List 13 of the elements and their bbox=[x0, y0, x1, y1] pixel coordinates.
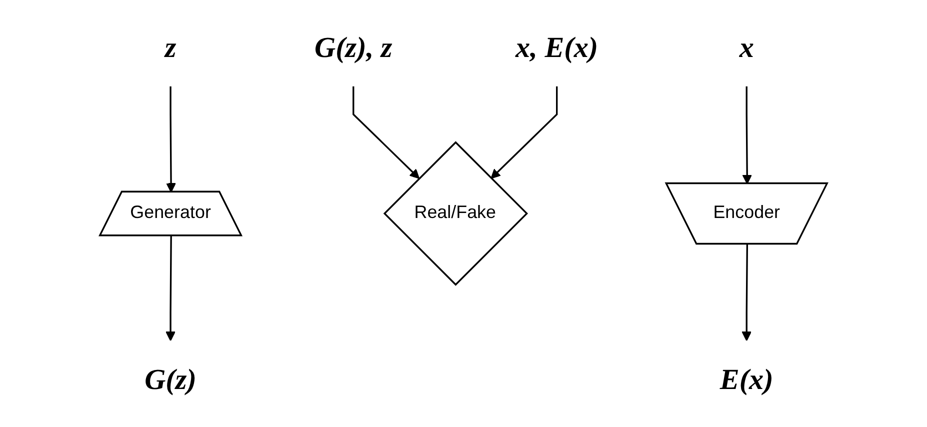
arrow bbox=[490, 86, 558, 179]
node-diamond: Real/Fake bbox=[383, 141, 528, 286]
node-text: x, E(x) bbox=[516, 31, 598, 64]
node-text: x bbox=[739, 31, 754, 64]
arrow bbox=[352, 86, 420, 179]
node-text: G(z), z bbox=[314, 31, 392, 64]
arrow bbox=[166, 86, 176, 193]
node-text: G(z) bbox=[144, 363, 196, 396]
arrow bbox=[166, 236, 176, 342]
node-text: z bbox=[164, 31, 176, 64]
arrow bbox=[742, 244, 752, 342]
node-text: E(x) bbox=[720, 363, 774, 396]
arrow bbox=[742, 86, 752, 184]
